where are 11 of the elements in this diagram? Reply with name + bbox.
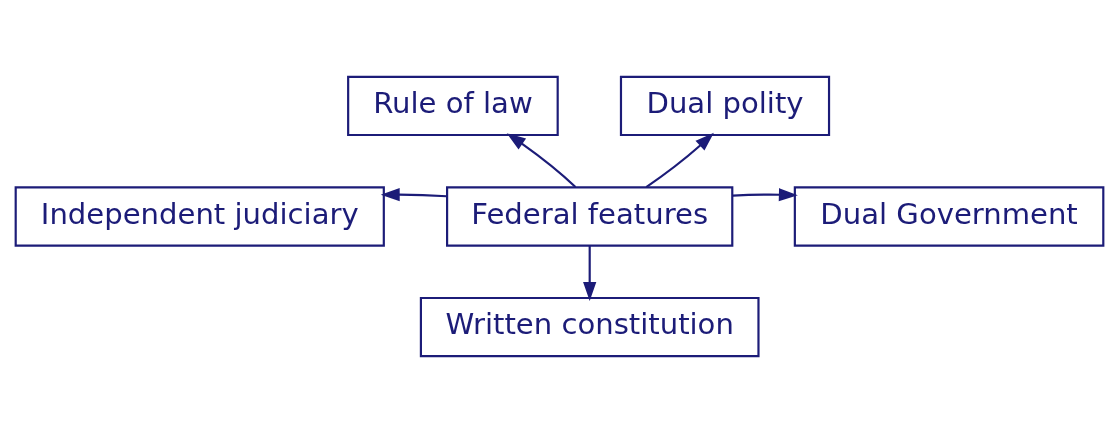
node-box: Independent judiciary [14, 185, 385, 247]
node-box: Dual Government [793, 185, 1105, 247]
arrow [380, 187, 447, 201]
node-box: Written constitution [419, 296, 760, 357]
node-box: Federal features [446, 185, 734, 247]
arrow [506, 132, 577, 188]
arrow [732, 187, 798, 201]
arrow [583, 245, 597, 301]
node-box: Dual polity [619, 75, 831, 136]
arrow [645, 132, 714, 188]
node-box: Rule of law [347, 75, 559, 136]
